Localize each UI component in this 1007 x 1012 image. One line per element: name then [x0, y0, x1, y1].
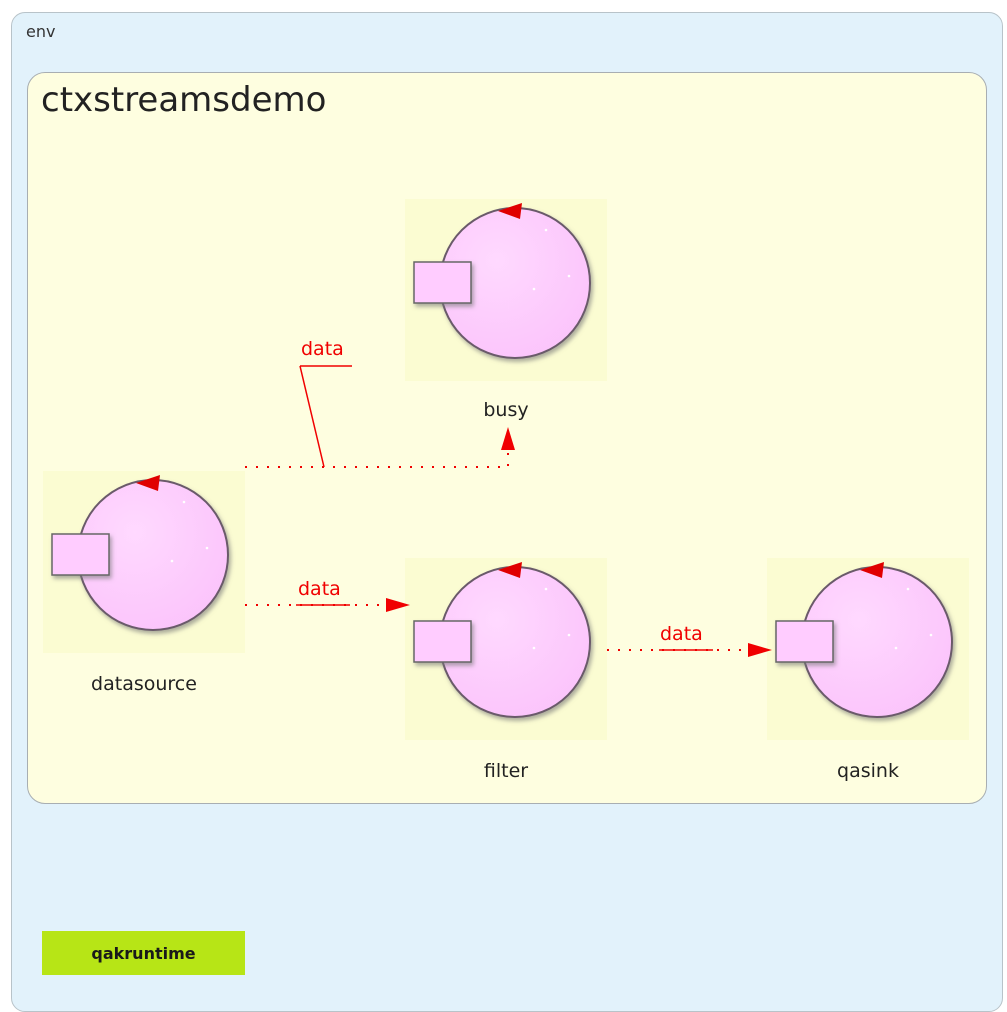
edge-label-datasource-busy: data — [301, 338, 344, 360]
actor-busy-label: busy — [483, 399, 529, 421]
edge-label-datasource-filter: data — [298, 578, 341, 600]
runtime-badge: qakruntime — [42, 931, 245, 975]
actor-datasource-icon[interactable] — [51, 475, 229, 631]
context-title: ctxstreamsdemo — [41, 80, 327, 120]
edge-datasource-busy — [245, 365, 515, 468]
edge-datasource-filter — [245, 598, 410, 612]
diagram-canvas — [51, 203, 953, 718]
actor-filter-icon[interactable] — [413, 562, 591, 718]
edge-filter-qasink — [607, 643, 772, 657]
env-label: env — [26, 22, 56, 41]
actor-qasink-label: qasink — [837, 760, 899, 782]
edge-label-filter-qasink: data — [660, 623, 703, 645]
actor-datasource-label: datasource — [91, 673, 197, 695]
actor-busy-icon[interactable] — [413, 203, 591, 359]
actor-filter-label: filter — [483, 760, 529, 782]
actor-qasink-icon[interactable] — [775, 562, 953, 718]
